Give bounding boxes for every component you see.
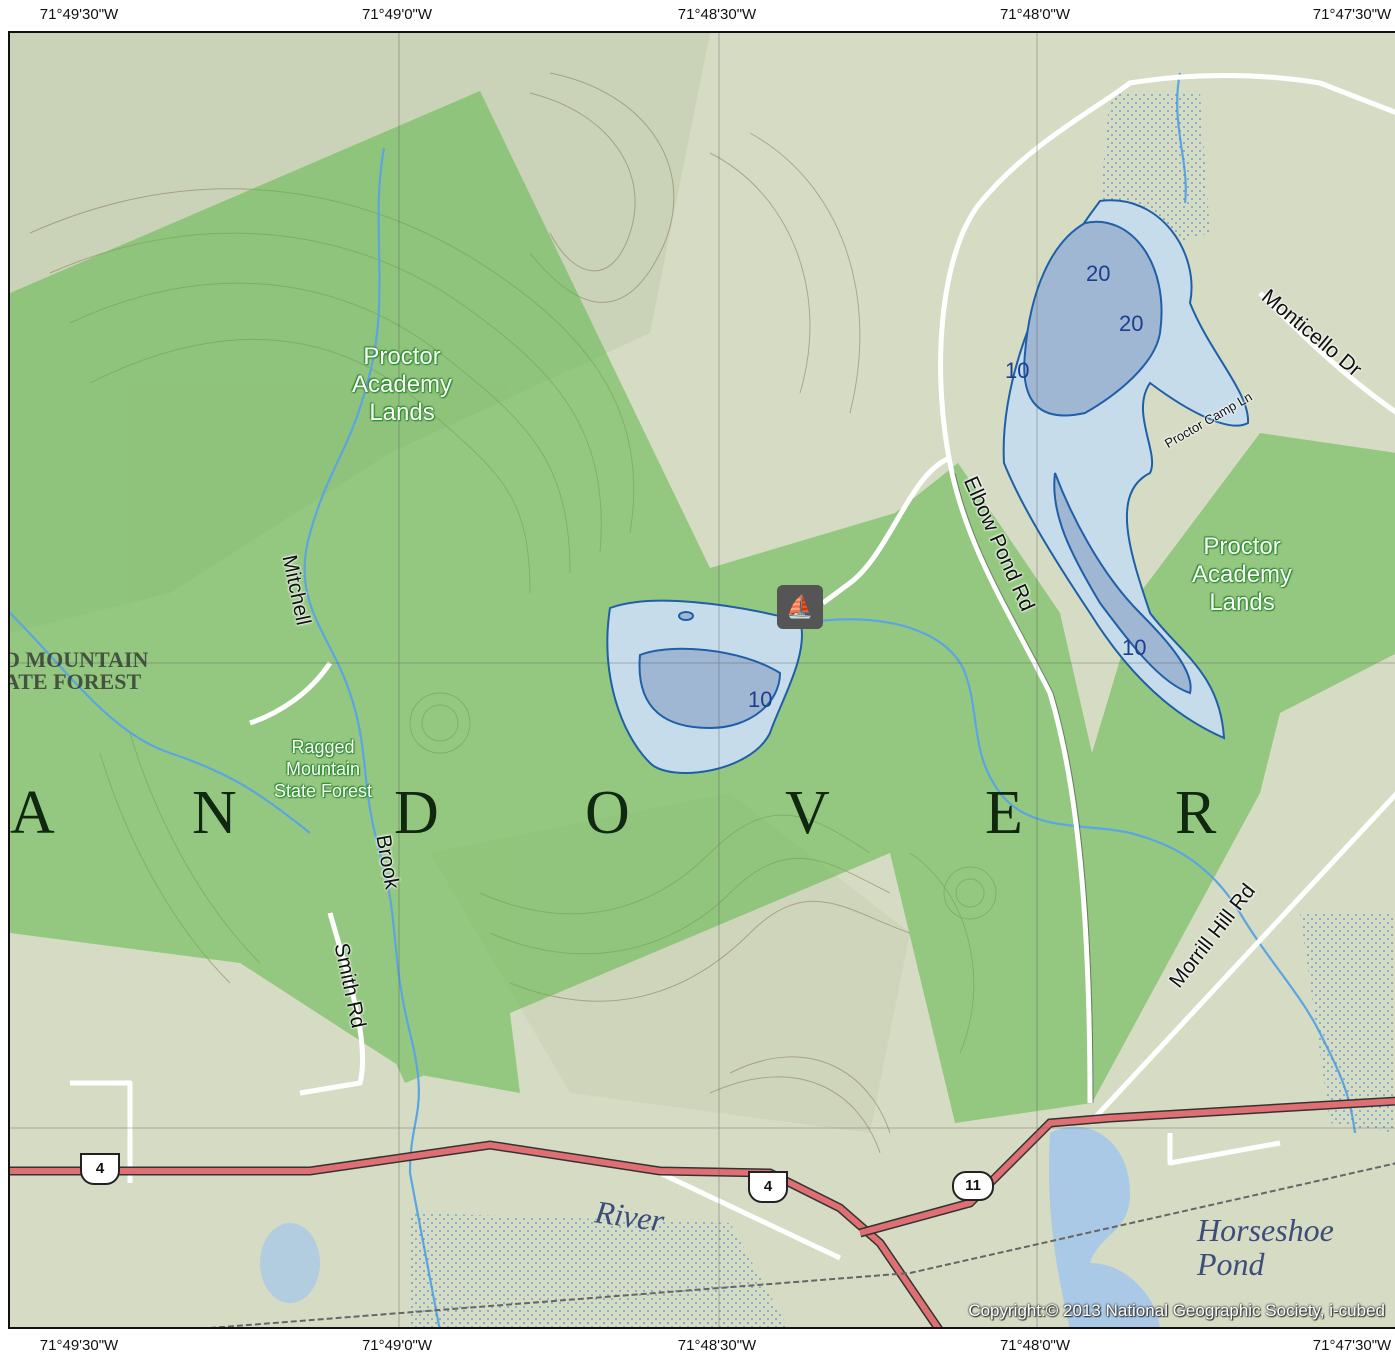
us-route-shield: 4: [80, 1153, 120, 1185]
railroad: [209, 1162, 1395, 1327]
marsh-area: [1300, 913, 1395, 1133]
highway-nh11: [859, 1098, 1395, 1236]
graticule-label-top: 71°49'30"W: [39, 6, 119, 23]
land-label-proctor-west: Proctor Academy Lands: [352, 343, 453, 426]
town-letter: A: [10, 779, 55, 847]
town-letter: R: [1175, 779, 1217, 847]
boat-launch-icon[interactable]: ⛵: [777, 585, 823, 629]
depth-label: 20: [1086, 261, 1111, 286]
west-pond: [606, 599, 803, 774]
town-letter: O: [585, 779, 630, 847]
us-route-shield: 4: [748, 1171, 788, 1203]
graticule-label-top: 71°48'30"W: [677, 6, 757, 23]
graticule-label-bottom: 71°49'0"W: [361, 1337, 433, 1354]
depth-label: 20: [1119, 311, 1144, 336]
town-letter: V: [785, 779, 830, 847]
town-letter: E: [985, 779, 1023, 847]
graticule-label-bottom: 71°48'0"W: [999, 1337, 1071, 1354]
graticule-lines: [10, 33, 1395, 1327]
graticule-label-bottom: 71°48'30"W: [677, 1337, 757, 1354]
copyright-notice: Copyright:© 2013 National Geographic Soc…: [968, 1301, 1385, 1320]
local-roads: [70, 73, 1395, 1261]
town-letter: D: [394, 779, 439, 847]
pond: [260, 1223, 320, 1303]
highway-us4: [10, 1141, 941, 1327]
public-land-polygons: [10, 91, 1395, 1123]
graticule-label-top: 71°49'0"W: [361, 6, 433, 23]
graticule-label-bottom: 71°47'30"W: [1312, 1337, 1392, 1354]
faded-map-label: D MOUNTAIN ATE FOREST: [8, 647, 149, 694]
depth-label: 10: [1005, 358, 1030, 383]
water-label-horseshoe-pond: Horseshoe Pond: [1197, 1212, 1334, 1282]
depth-label: 10: [748, 687, 773, 712]
map-view[interactable]: Proctor Academy Lands Proctor Academy La…: [8, 31, 1395, 1329]
marsh-area: [410, 1213, 788, 1327]
elbow-pond: [1002, 199, 1250, 740]
graticule-label-top: 71°48'0"W: [999, 6, 1071, 23]
local-roads-outline: [954, 472, 1094, 1104]
map-canvas: [10, 33, 1395, 1327]
land-label-proctor-east: Proctor Academy Lands: [1192, 533, 1293, 616]
graticule-label-bottom: 71°49'30"W: [39, 1337, 119, 1354]
town-letter: N: [192, 779, 237, 847]
land-label-ragged-forest: Ragged Mountain State Forest: [274, 737, 373, 801]
horseshoe-pond: [1049, 1126, 1160, 1327]
state-route-shield: 11: [952, 1171, 994, 1201]
depth-label: 10: [1122, 635, 1147, 660]
graticule-label-top: 71°47'30"W: [1312, 6, 1392, 23]
